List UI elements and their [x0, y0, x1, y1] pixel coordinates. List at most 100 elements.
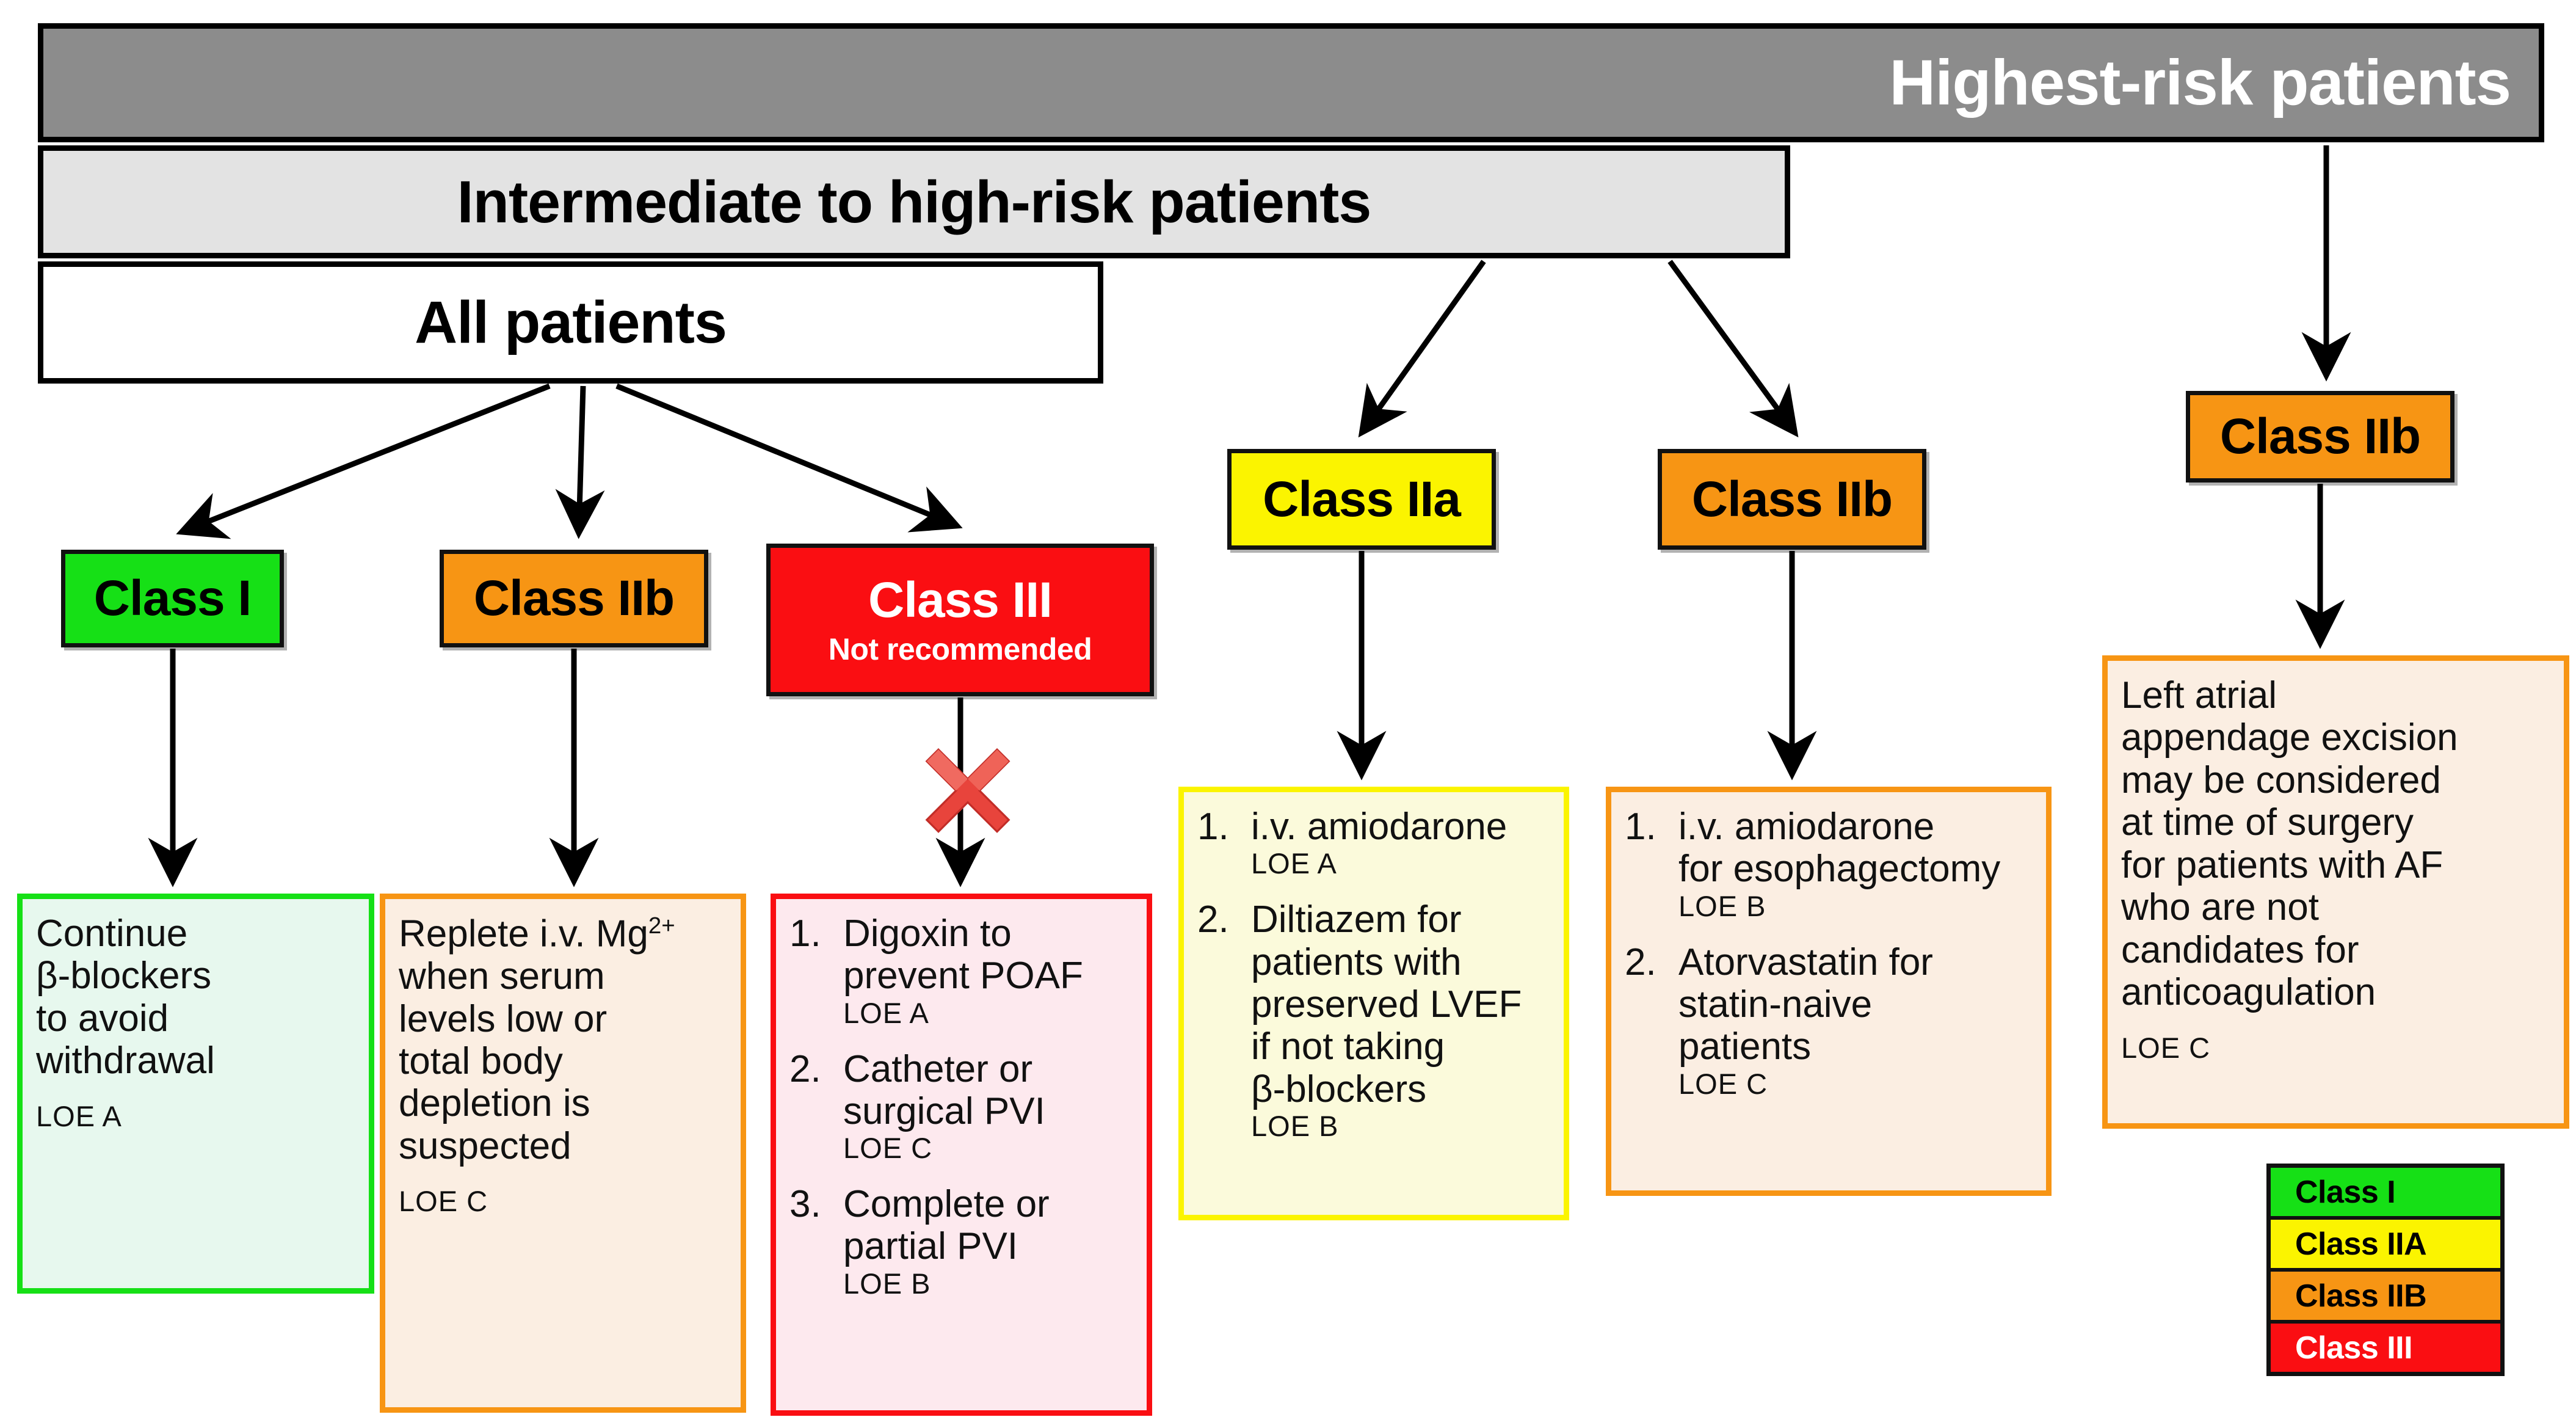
chip-class-iib-highest[interactable]: Class IIb — [2186, 391, 2454, 483]
card-orange1-line: total body — [399, 1040, 563, 1082]
card-green-line: withdrawal — [36, 1040, 215, 1082]
chip-class-iia[interactable]: Class IIa — [1227, 449, 1496, 550]
list-line: patients with — [1251, 941, 1462, 983]
list-number: 2. — [1625, 941, 1656, 983]
list-body: Catheter or surgical PVI LOE C — [843, 1048, 1133, 1165]
mg-text: Replete i.v. Mg — [399, 912, 648, 955]
list-line: Diltiazem for — [1251, 898, 1462, 941]
loe-label: LOE B — [1678, 889, 1766, 922]
chip-class-iii-sublabel: Not recommended — [828, 632, 1092, 666]
list-line: Atorvastatin for — [1678, 941, 1933, 983]
chip-class-iib-mid-label: Class IIb — [1691, 471, 1893, 527]
card-orange3-line: who are not — [2121, 886, 2319, 929]
banner-highest-risk-label: Highest-risk patients — [1889, 46, 2511, 118]
list-line: if not taking — [1251, 1025, 1445, 1068]
spacer — [789, 1165, 1133, 1183]
loe-label: LOE A — [36, 1099, 122, 1132]
list-body: Atorvastatin for statin-naive patients L… — [1678, 941, 2033, 1101]
list-line: for esophagectomy — [1678, 848, 2001, 891]
card-orange1-line: suspected — [399, 1124, 571, 1167]
card-orange3-line: may be considered — [2121, 759, 2441, 801]
list-line: partial PVI — [843, 1225, 1018, 1268]
legend-row-class-iib: Class IIB — [2271, 1272, 2500, 1324]
mg-charge-superscript: 2+ — [648, 912, 675, 939]
list-body: i.v. amiodarone LOE A — [1251, 806, 1550, 880]
list-line: surgical PVI — [843, 1090, 1045, 1132]
chip-class-iib-intermediate[interactable]: Class IIb — [1658, 449, 1926, 550]
list-line: i.v. amiodarone — [1251, 806, 1508, 848]
legend-label: Class IIB — [2295, 1278, 2427, 1314]
legend-row-class-iia: Class IIA — [2271, 1220, 2500, 1272]
card-class-iii-not-recommended-list: 1. Digoxin to prevent POAF LOE A 2. Cath… — [771, 894, 1152, 1416]
spacer — [36, 1082, 355, 1101]
card-orange1-line: Replete i.v. Mg2+ — [399, 912, 727, 955]
list-body: Complete or partial PVI LOE B — [843, 1183, 1133, 1300]
card-continue-beta-blockers: Continue β-blockers to avoid withdrawal … — [17, 894, 374, 1294]
card-green-line: β-blockers — [36, 955, 212, 997]
spacer — [399, 1167, 727, 1186]
list-number: 1. — [789, 912, 821, 955]
card-orange3-line: candidates for — [2121, 928, 2359, 971]
card-orange1-line: depletion is — [399, 1082, 590, 1125]
chip-class-iib-left-label: Class IIb — [473, 570, 675, 626]
banner-all-patients: All patients — [38, 261, 1103, 384]
card-orange1-line: when serum — [399, 955, 605, 998]
list-body: i.v. amiodarone for esophagectomy LOE B — [1678, 806, 2033, 923]
chip-class-iii-label: Class III — [868, 572, 1053, 628]
card-orange3-line: anticoagulation — [2121, 971, 2376, 1014]
list-number: 1. — [1625, 806, 1656, 848]
chip-class-iib-right-label: Class IIb — [2219, 409, 2421, 464]
list-item: 2. Atorvastatin for statin-naive patient… — [1625, 941, 2033, 1101]
chip-class-i[interactable]: Class I — [61, 550, 284, 647]
loe-label: LOE B — [1251, 1110, 1339, 1143]
loe-label: LOE C — [399, 1185, 488, 1218]
loe-label: LOE C — [2121, 1031, 2211, 1064]
list-item: 1. i.v. amiodarone LOE A — [1197, 806, 1550, 880]
loe-label: LOE B — [843, 1267, 931, 1300]
chip-class-iii[interactable]: Class III Not recommended — [766, 544, 1154, 696]
legend-row-class-iii: Class III — [2271, 1324, 2500, 1372]
list-line: Catheter or — [843, 1047, 1033, 1090]
spacer — [2121, 1014, 2550, 1032]
card-orange1-line: levels low or — [399, 997, 608, 1040]
list-line: prevent POAF — [843, 955, 1083, 997]
list-line: i.v. amiodarone — [1678, 806, 1935, 848]
list-line: patients — [1678, 1025, 1812, 1068]
list-number: 2. — [1197, 898, 1229, 941]
card-orange3-line: at time of surgery — [2121, 801, 2414, 844]
banner-intermediate-to-high-risk-patients: Intermediate to high-risk patients — [38, 145, 1790, 258]
list-line: statin-naive — [1678, 983, 1873, 1025]
list-line: Digoxin to — [843, 912, 1012, 955]
list-line: Complete or — [843, 1183, 1050, 1225]
card-orange3-line: Left atrial — [2121, 674, 2277, 716]
legend-label: Class IIA — [2295, 1226, 2427, 1262]
red-x-cross-icon — [925, 748, 1010, 833]
legend-label: Class III — [2295, 1330, 2413, 1366]
list-item: 3. Complete or partial PVI LOE B — [789, 1183, 1133, 1300]
list-item: 1. Digoxin to prevent POAF LOE A — [789, 912, 1133, 1030]
chip-class-iia-label: Class IIa — [1263, 471, 1461, 527]
list-body: Diltiazem for patients with preserved LV… — [1251, 898, 1550, 1143]
banner-intermediate-label: Intermediate to high-risk patients — [457, 168, 1372, 235]
banner-highest-risk-patients: Highest-risk patients — [38, 23, 2544, 142]
list-line: preserved LVEF — [1251, 983, 1522, 1025]
card-green-line: to avoid — [36, 997, 169, 1040]
card-left-atrial-appendage-excision: Left atrial appendage excision may be co… — [2102, 655, 2569, 1129]
banner-all-patients-label: All patients — [415, 289, 727, 355]
card-orange3-line: appendage excision — [2121, 716, 2458, 759]
spacer — [789, 1030, 1133, 1048]
list-body: Digoxin to prevent POAF LOE A — [843, 912, 1133, 1030]
list-number: 1. — [1197, 806, 1229, 848]
spacer — [1197, 880, 1550, 898]
loe-label: LOE C — [1678, 1067, 1768, 1100]
list-number: 2. — [789, 1047, 821, 1090]
list-number: 3. — [789, 1183, 821, 1225]
card-class-iib-intermediate-list: 1. i.v. amiodarone for esophagectomy LOE… — [1606, 787, 2052, 1196]
card-replete-magnesium: Replete i.v. Mg2+ when serum levels low … — [380, 894, 746, 1413]
chip-class-iib-all-patients[interactable]: Class IIb — [440, 550, 708, 647]
card-orange3-line: for patients with AF — [2121, 843, 2444, 886]
loe-label: LOE A — [843, 996, 929, 1029]
chip-class-i-label: Class I — [93, 570, 252, 626]
loe-label: LOE A — [1251, 847, 1337, 880]
